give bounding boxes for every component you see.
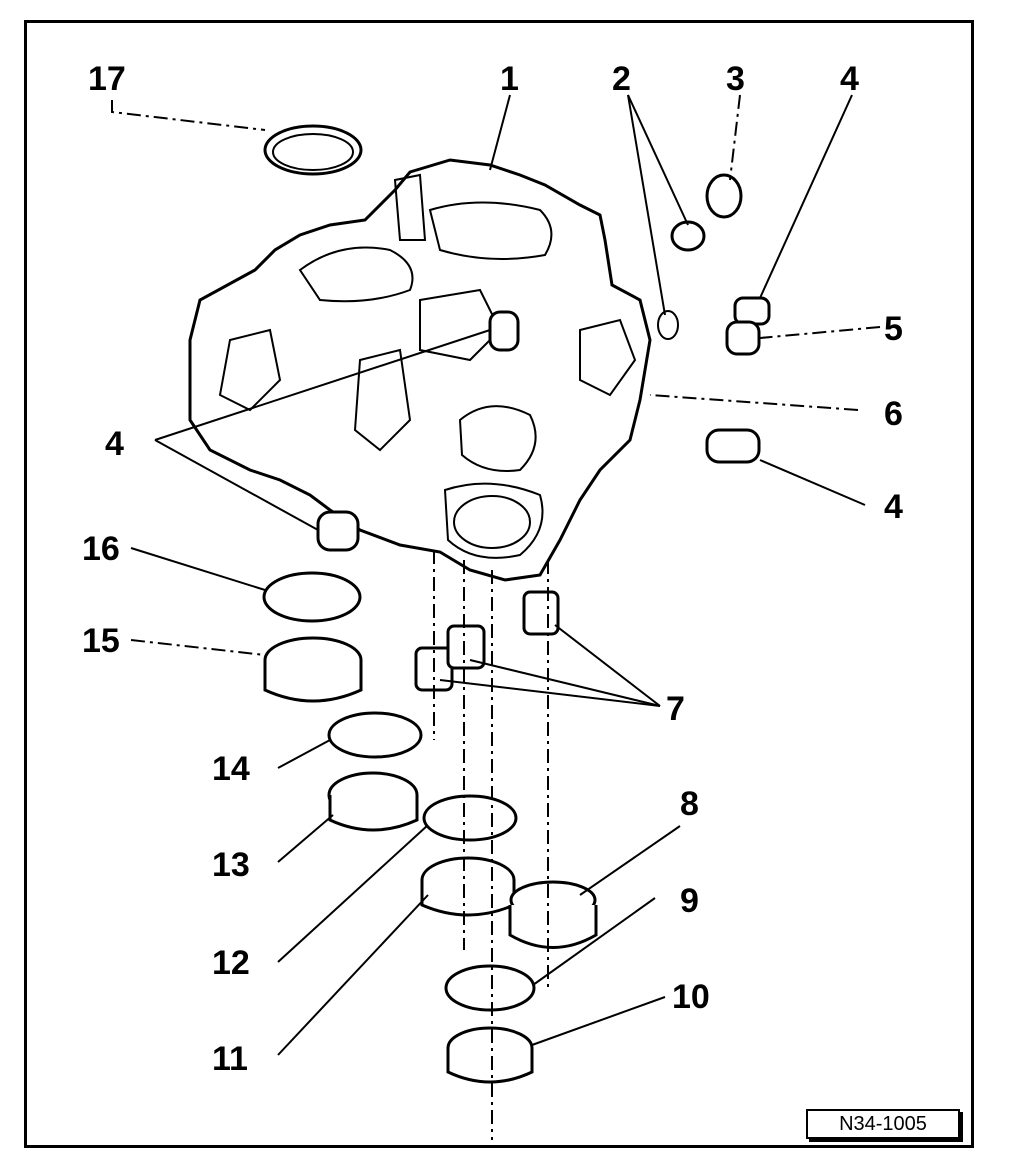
callout-4-right: 4 [884, 488, 903, 526]
callout-13: 13 [212, 846, 250, 884]
small-parts [262, 124, 771, 1084]
callout-15: 15 [82, 622, 120, 660]
callout-12: 12 [212, 944, 250, 982]
callout-4-left: 4 [105, 425, 124, 463]
callout-3: 3 [726, 60, 745, 98]
callout-9: 9 [680, 882, 699, 920]
callout-4-top: 4 [840, 60, 859, 98]
callout-10: 10 [672, 978, 710, 1016]
callout-11: 11 [212, 1040, 248, 1078]
diagram-frame [24, 20, 974, 1148]
callout-16: 16 [82, 530, 120, 568]
reference-code: N34-1005 [806, 1109, 960, 1139]
callout-labels: 17 1 2 3 4 5 6 4 4 16 15 7 14 8 13 9 12 … [82, 60, 903, 1078]
callout-17: 17 [88, 60, 126, 98]
callout-2: 2 [612, 60, 631, 98]
housing [188, 158, 652, 582]
callout-1: 1 [500, 60, 519, 98]
callout-7: 7 [666, 690, 685, 728]
callout-5: 5 [884, 310, 903, 348]
callout-8: 8 [680, 785, 699, 823]
callout-14: 14 [212, 750, 250, 788]
leader-lines [111, 94, 881, 1056]
callout-6: 6 [884, 395, 903, 433]
